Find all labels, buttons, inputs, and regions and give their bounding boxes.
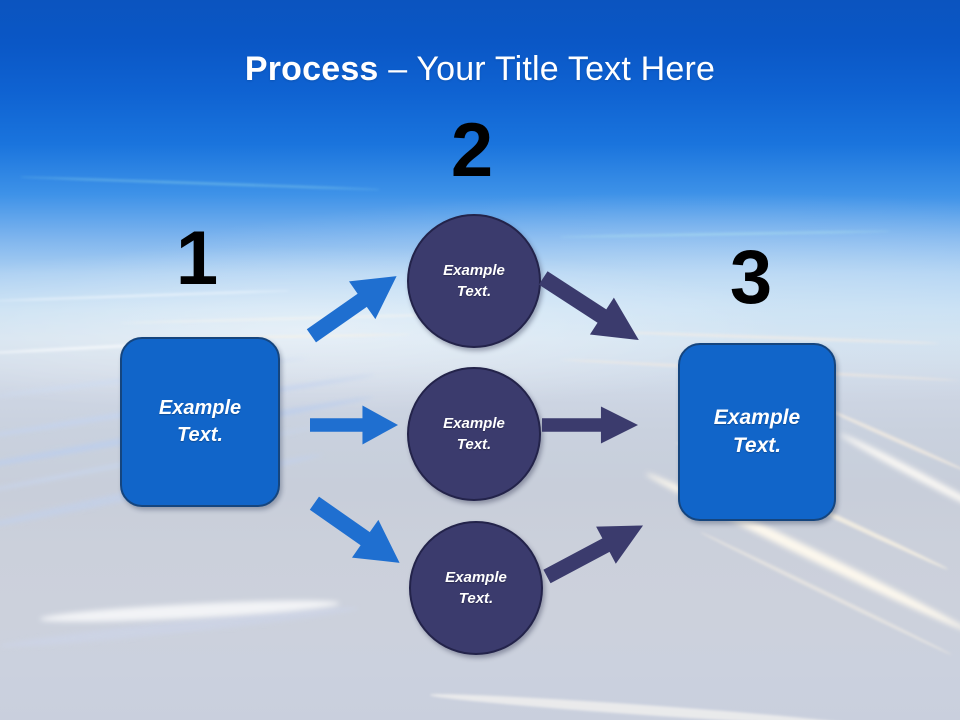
process-circle-middle[interactable]: Example Text. bbox=[407, 367, 541, 501]
process-circle-top[interactable]: Example Text. bbox=[407, 214, 541, 348]
page-title-bold: Process bbox=[244, 50, 379, 88]
arrow-left-to-bottom-circle bbox=[301, 484, 413, 581]
process-circle-top-label: Example Text. bbox=[443, 262, 505, 300]
process-box-left-label: Example Text. bbox=[158, 397, 242, 446]
arrow-left-to-top-circle bbox=[298, 257, 410, 354]
arrow-bottom-circle-to-right bbox=[535, 506, 655, 597]
page-title: Process – Your Title Text Here bbox=[0, 48, 960, 90]
process-box-right[interactable]: Example Text. bbox=[678, 343, 836, 521]
arrow-left-to-middle-circle bbox=[310, 402, 398, 448]
process-box-left[interactable]: Example Text. bbox=[120, 337, 280, 507]
process-circle-bottom[interactable]: Example Text. bbox=[409, 521, 543, 655]
process-box-right-label: Example Text. bbox=[713, 405, 801, 457]
step-number-3: 3 bbox=[729, 235, 773, 320]
page-title-regular: – Your Title Text Here bbox=[378, 50, 716, 88]
arrow-middle-circle-to-right bbox=[542, 404, 638, 446]
arrow-top-circle-to-right bbox=[531, 260, 651, 359]
process-circle-middle-label: Example Text. bbox=[443, 415, 505, 453]
step-number-2: 2 bbox=[450, 108, 494, 193]
step-number-1: 1 bbox=[175, 216, 219, 301]
process-circle-bottom-label: Example Text. bbox=[445, 569, 507, 607]
